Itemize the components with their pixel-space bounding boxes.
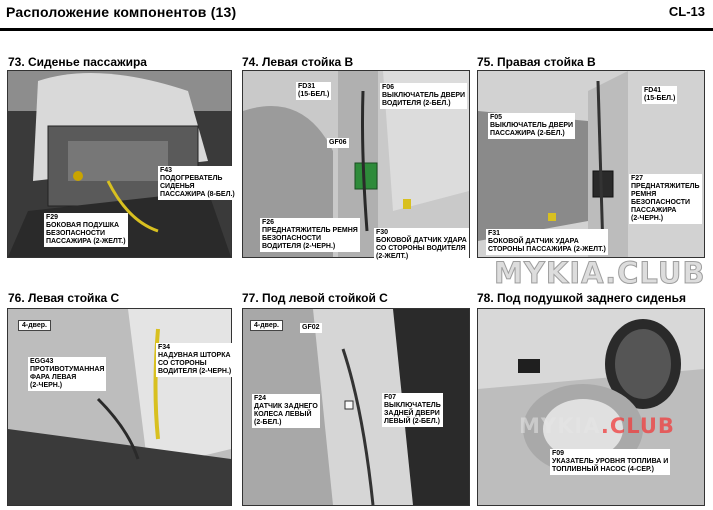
f09-label: F09 УКАЗАТЕЛЬ УРОВНЯ ТОПЛИВА И ТОПЛИВНЫЙ… [550,449,671,475]
fd41-label: FD41 (15-БЕЛ.) [642,86,678,104]
watermark-main: MYKIA.CLUB [494,256,706,291]
f06-label: F06 ВЫКЛЮЧАТЕЛЬ ДВЕРИ ВОДИТЕЛЯ (2-БЕЛ.) [380,83,468,109]
f34-label: F34 НАДУВНАЯ ШТОРКА СО СТОРОНЫ ВОДИТЕЛЯ … [156,343,234,377]
gf06-label: GF06 [327,138,349,148]
page-header: Расположение компонентов (13) CL-13 [0,0,713,31]
panel-76-tag: 4-двер. [18,320,51,331]
panel-76-title: 76. Левая стойка C [8,291,120,305]
panel-77-title: 77. Под левой стойкой C [242,291,388,305]
f05-label: F05 ВЫКЛЮЧАТЕЛЬ ДВЕРИ ПАССАЖИРА (2-БЕЛ.) [488,113,576,139]
panel-75-title: 75. Правая стойка B [477,55,596,69]
f31-label: F31 БОКОВОЙ ДАТЧИК УДАРА СТОРОНЫ ПАССАЖИ… [486,229,608,255]
fd31-label: FD31 (15-БЕЛ.) [296,82,332,100]
gf02-label: GF02 [300,323,322,333]
fuel-pump-photo [478,309,704,505]
egg43-label: EGG43 ПРОТИВОТУМАННАЯ ФАРА ЛЕВАЯ (2-ЧЕРН… [28,357,107,391]
panel-78-photo [477,308,705,506]
panel-74-title: 74. Левая стойка B [242,55,354,69]
panel-76-photo [7,308,232,506]
f43-label: F43 ПОДОГРЕВАТЕЛЬ СИДЕНЬЯ ПАССАЖИРА (8-Б… [158,166,237,200]
f30-label: F30 БОКОВОЙ ДАТЧИК УДАРА СО СТОРОНЫ ВОДИ… [374,228,469,262]
f24-label: F24 ДАТЧИК ЗАДНЕГО КОЛЕСА ЛЕВЫЙ (2-БЕЛ.) [252,394,320,428]
page-title: Расположение компонентов (13) [6,4,237,20]
page-code: CL-13 [668,4,705,19]
f27-label: F27 ПРЕДНАТЯЖИТЕЛЬ РЕМНЯ БЕЗОПАСНОСТИ ПА… [629,174,702,224]
f29-label: F29 БОКОВАЯ ПОДУШКА БЕЗОПАСНОСТИ ПАССАЖИ… [44,213,128,247]
panel-77-tag: 4-двер. [250,320,283,331]
panel-78-title: 78. Под подушкой заднего сиденья [477,291,687,305]
f26-label: F26 ПРЕДНАТЯЖИТЕЛЬ РЕМНЯ БЕЗОПАСНОСТИ ВО… [260,218,360,252]
left-c-pillar-photo [8,309,231,505]
f07-label: F07 ВЫКЛЮЧАТЕЛЬ ЗАДНЕЙ ДВЕРИ ЛЕВЫЙ (2-БЕ… [382,393,443,427]
panel-73-title: 73. Сиденье пассажира [8,55,147,69]
